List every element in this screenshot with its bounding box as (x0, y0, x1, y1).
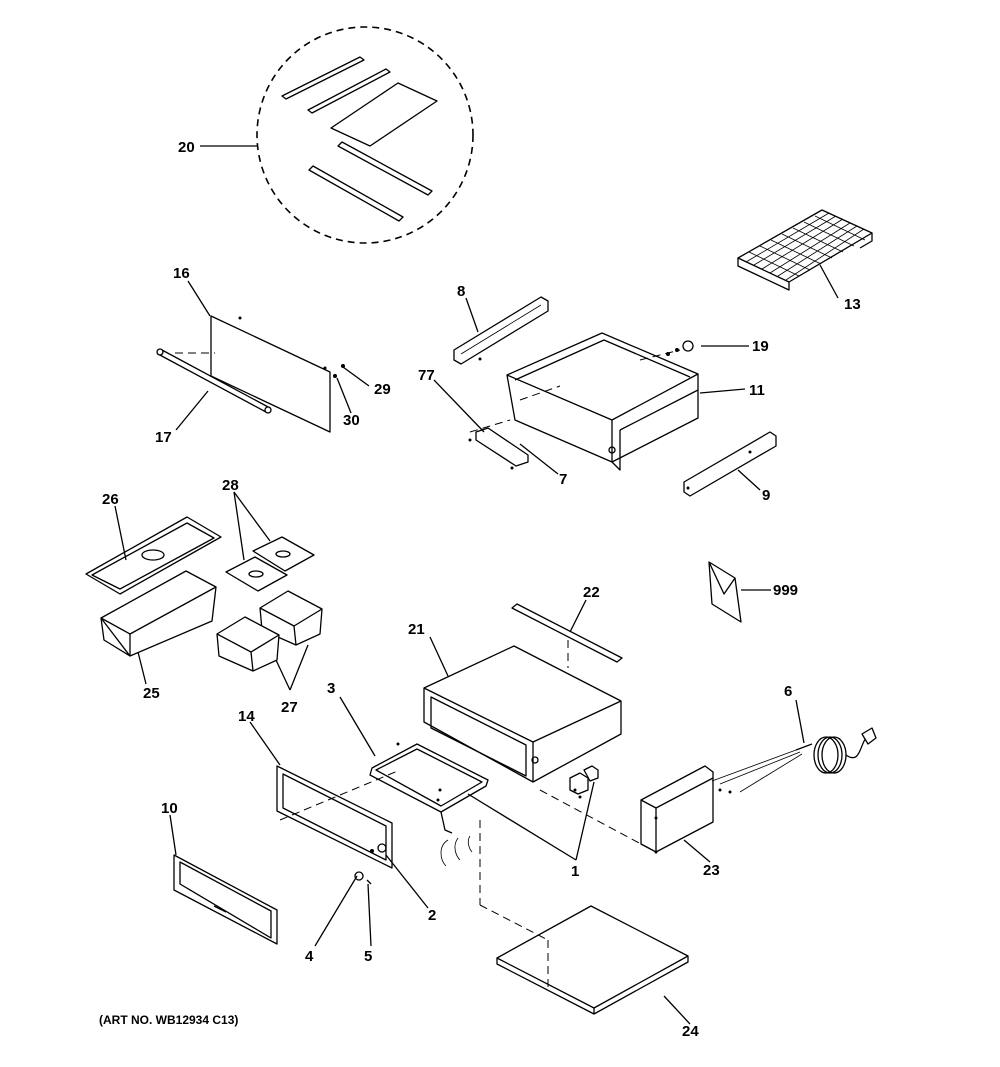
callout-22: 22 (583, 584, 600, 601)
callout-26: 26 (102, 491, 119, 508)
part-4-5-knob (354, 871, 372, 885)
part-1-controls (440, 765, 599, 867)
callout-10: 10 (161, 800, 178, 817)
callout-1: 1 (571, 863, 579, 880)
part-6-power-cord (711, 727, 877, 793)
part-17-bar (156, 348, 272, 414)
callout-30: 30 (343, 412, 360, 429)
part-28-small-lids (225, 536, 315, 592)
callout-20: 20 (178, 139, 195, 156)
callout-9: 9 (762, 487, 770, 504)
part-25-long-pan (100, 570, 217, 657)
callout-77: 77 (418, 367, 435, 384)
leader-lines (114, 145, 839, 1025)
callout-21: 21 (408, 621, 425, 638)
callout-7: 7 (559, 471, 567, 488)
part-19-knob (666, 340, 694, 356)
part-8-slide-rail (453, 296, 549, 365)
callout-14: 14 (238, 708, 255, 725)
callout-29: 29 (374, 381, 391, 398)
callout-16: 16 (173, 265, 190, 282)
callout-13: 13 (844, 296, 861, 313)
part-11-drawer-box (469, 332, 699, 471)
part-14-front-frame (276, 765, 393, 869)
assembly-dashed-lines (279, 769, 657, 990)
part-22-strip (511, 603, 623, 668)
part-16-panel (210, 315, 331, 433)
part-999-manual (708, 561, 742, 623)
callout-27: 27 (281, 699, 298, 716)
callout-4: 4 (305, 948, 314, 965)
callout-labels: 20 16 17 29 30 8 19 11 13 77 7 9 999 26 … (99, 139, 861, 1040)
part-3-heating-element (369, 742, 489, 834)
part-26-lid (85, 516, 222, 595)
callout-19: 19 (752, 338, 769, 355)
part-77-7-bracket (468, 427, 529, 470)
art-number: (ART NO. WB12934 C13) (99, 1013, 238, 1027)
part-29-30-screws (333, 364, 345, 378)
callout-6: 6 (784, 683, 792, 700)
part-10-window-frame (173, 854, 278, 945)
part-20-trim-kit (256, 26, 474, 244)
callout-17: 17 (155, 429, 172, 446)
callout-5: 5 (364, 948, 372, 965)
part-13-wire-rack (737, 209, 873, 291)
callout-8: 8 (457, 283, 465, 300)
callout-23: 23 (703, 862, 720, 879)
callout-28: 28 (222, 477, 239, 494)
callout-3: 3 (327, 680, 335, 697)
callout-999: 999 (773, 582, 798, 599)
callout-25: 25 (143, 685, 160, 702)
callout-24: 24 (682, 1023, 699, 1040)
part-27-small-pans (216, 590, 323, 672)
callout-2: 2 (428, 907, 436, 924)
part-24-bottom-panel (496, 905, 689, 1015)
part-21-outer-case (423, 645, 622, 783)
part-23-junction-box (640, 765, 732, 854)
callout-11: 11 (749, 382, 765, 399)
part-9-side-rail (683, 431, 777, 497)
